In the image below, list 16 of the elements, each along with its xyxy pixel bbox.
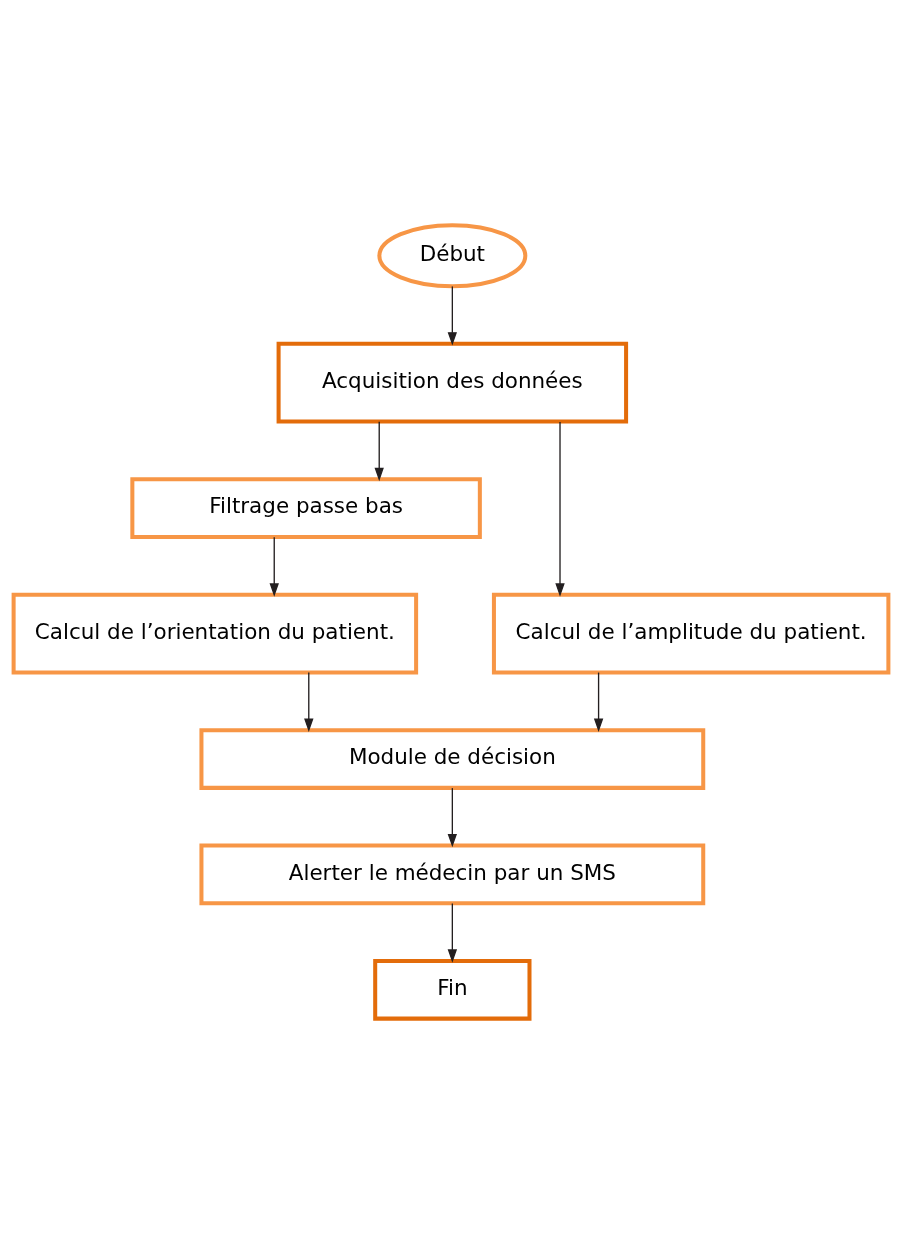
arrow — [269, 536, 279, 597]
node-box: Calcul de l’orientation du patient. — [11, 592, 419, 675]
arrow — [304, 671, 314, 733]
node-box: Acquisition des données — [276, 341, 629, 424]
node-box: Module de décision — [199, 728, 706, 790]
arrow — [447, 285, 458, 346]
node-box: Fin — [373, 958, 532, 1021]
node-box: Filtrage passe bas — [130, 477, 482, 539]
arrow — [555, 421, 565, 597]
arrow — [447, 902, 458, 963]
node-ellipse: Début — [377, 223, 528, 289]
arrow — [593, 671, 604, 733]
node-box: Alerter le médecin par un SMS — [199, 843, 706, 906]
node-box: Calcul de l’amplitude du patient. — [491, 592, 891, 675]
arrow — [374, 421, 384, 482]
arrow — [447, 787, 458, 848]
